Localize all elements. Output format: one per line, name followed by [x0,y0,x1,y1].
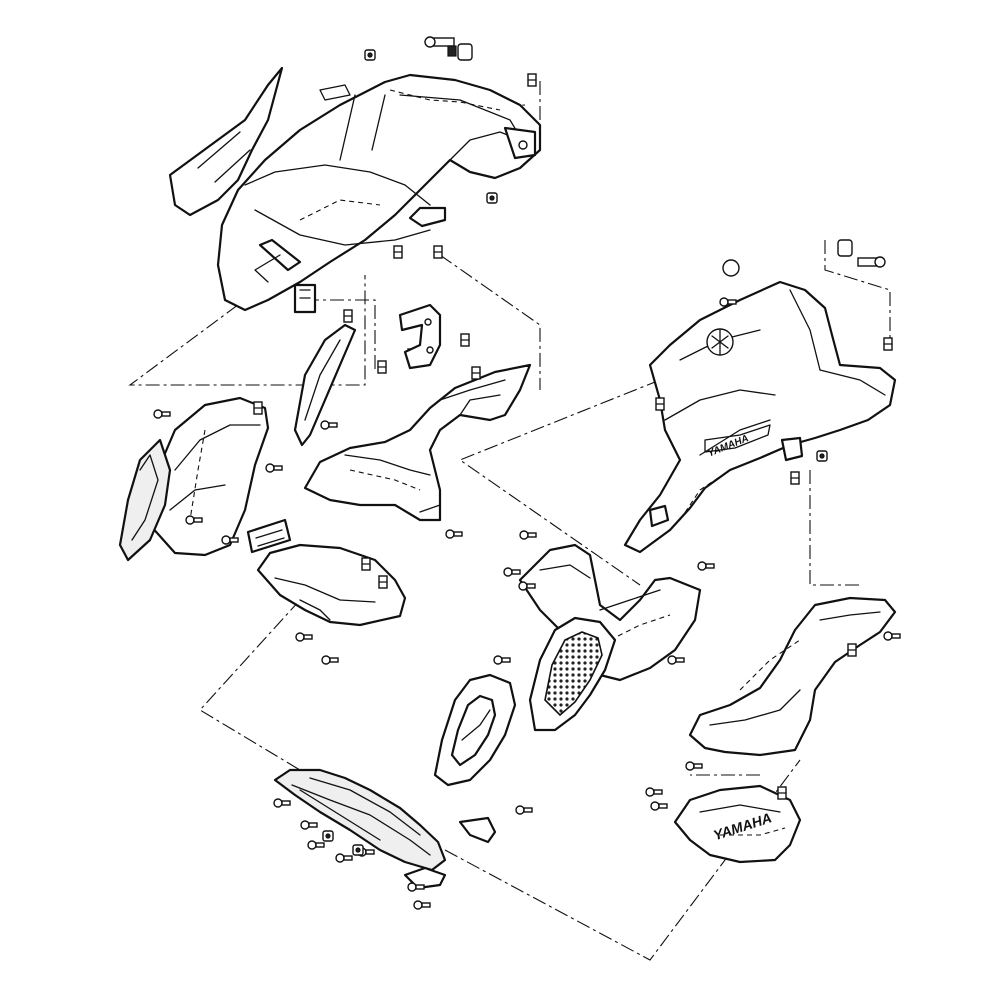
tuning-fork-emblem [706,328,734,356]
center-stay-bracket [398,303,442,370]
tank-side-cover [623,239,897,554]
duct-cover-frame [433,673,517,787]
lower-cowl-tip: YAMAHA [645,784,802,864]
left-side-cowl [118,396,283,562]
lower-left-cover [246,518,407,665]
bolt-washer-set-top [424,36,473,61]
upper-cowl [168,66,542,314]
right-lower-cowl [685,596,901,771]
left-side-inner-panel [293,309,357,447]
bolt-washer-set-right [837,239,886,268]
under-guard-plate [273,768,533,910]
center-nose-fairing [303,363,532,539]
upper-cowl-fasteners [364,36,537,374]
side-air-intake-grille [528,616,617,732]
